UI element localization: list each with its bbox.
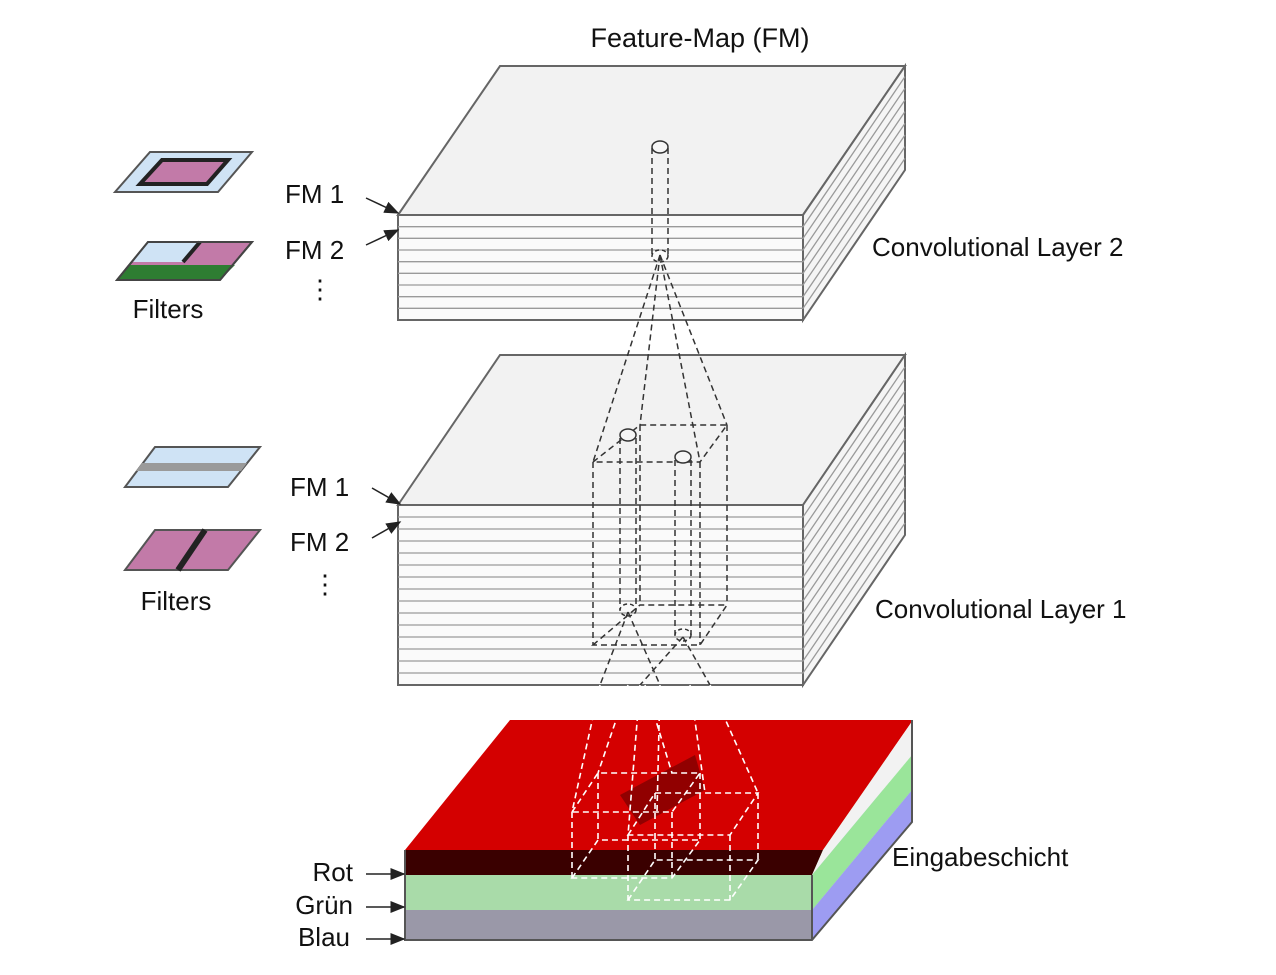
feature-map-slice (398, 146, 906, 298)
feature-map-slice (398, 438, 906, 590)
feature-map-slice (398, 378, 906, 530)
feature-map-slice (398, 390, 906, 542)
feature-map-slice (398, 486, 906, 638)
conv1-filter-1 (123, 446, 263, 488)
conv1-feature-map-lines (398, 366, 906, 674)
conv2-filters-label: Filters (133, 294, 204, 324)
feature-map-slice (398, 87, 906, 239)
feature-map-slice (398, 462, 906, 614)
feature-map-slice (398, 498, 906, 650)
channel-green-label: Grün (295, 890, 353, 920)
conv-layer-1-block (396, 351, 907, 689)
receptive-field-upper-cylinders (619, 140, 692, 464)
input-green-front (405, 875, 812, 910)
input-blue-side (812, 790, 912, 940)
input-red-front (405, 850, 823, 875)
filter-divider (175, 528, 208, 572)
conv1-layer-label: Convolutional Layer 1 (875, 594, 1127, 624)
feature-map-slice (398, 522, 906, 674)
conv2-fm1-arrow (365, 197, 400, 214)
feature-map-slice (398, 510, 906, 662)
input-layer-label: Eingabeschicht (892, 842, 1069, 872)
filter-outline (114, 241, 255, 281)
feature-map-slice (398, 402, 906, 554)
conv2-fm1-label: FM 1 (285, 179, 344, 209)
input-green-side (812, 755, 912, 910)
channel-red-label: Rot (313, 857, 354, 887)
filter-center-patch (135, 158, 233, 186)
feature-map-slice (398, 122, 906, 274)
conv-layer-2-block (396, 62, 907, 324)
conv1-front-face (397, 504, 804, 686)
conv2-fm2-label: FM 2 (285, 235, 344, 265)
feature-map-slice (398, 450, 906, 602)
feature-map-slice (398, 157, 906, 309)
conv1-fm1-label: FM 1 (290, 472, 349, 502)
filter-divider (181, 240, 202, 264)
conv2-filter-1 (112, 151, 255, 193)
feature-map-slice (398, 426, 906, 578)
input-blue-front (405, 910, 812, 940)
receptive-field-lower-dark (599, 611, 711, 686)
conv2-feature-map-lines (398, 76, 906, 309)
conv1-fm2-arrow (371, 521, 402, 539)
diagram-title: Feature-Map (FM) (590, 23, 809, 53)
conv1-filter-2 (123, 528, 263, 572)
conv1-ellipsis: ⋮ (312, 569, 338, 599)
conv1-filters-label: Filters (141, 586, 212, 616)
feature-map-slice (398, 474, 906, 626)
filter-blue-part (133, 242, 200, 262)
feature-map-slice (398, 366, 906, 518)
receptive-field-upper (590, 148, 729, 646)
receptive-field-lower-light (570, 684, 760, 901)
conv2-layer-label: Convolutional Layer 2 (872, 232, 1124, 262)
feature-map-slice (398, 111, 906, 263)
feature-map-slice (398, 134, 906, 286)
feature-map-slice (398, 414, 906, 566)
conv2-front-face (397, 214, 804, 321)
filter-green-band (117, 265, 235, 280)
conv2-filter-2 (114, 240, 255, 281)
feature-map-slice (398, 76, 906, 228)
conv1-fm2-label: FM 2 (290, 527, 349, 557)
conv1-fm1-arrow (371, 487, 402, 505)
input-layer-block (404, 720, 913, 941)
receptive-field-upper-ellipses (619, 249, 692, 642)
conv2-fm2-arrow (365, 229, 400, 246)
input-red-side (812, 720, 913, 875)
filter-gray-band (136, 463, 247, 471)
feature-map-slice (398, 99, 906, 251)
channel-blue-label: Blau (298, 922, 350, 952)
conv2-ellipsis: ⋮ (307, 274, 333, 304)
